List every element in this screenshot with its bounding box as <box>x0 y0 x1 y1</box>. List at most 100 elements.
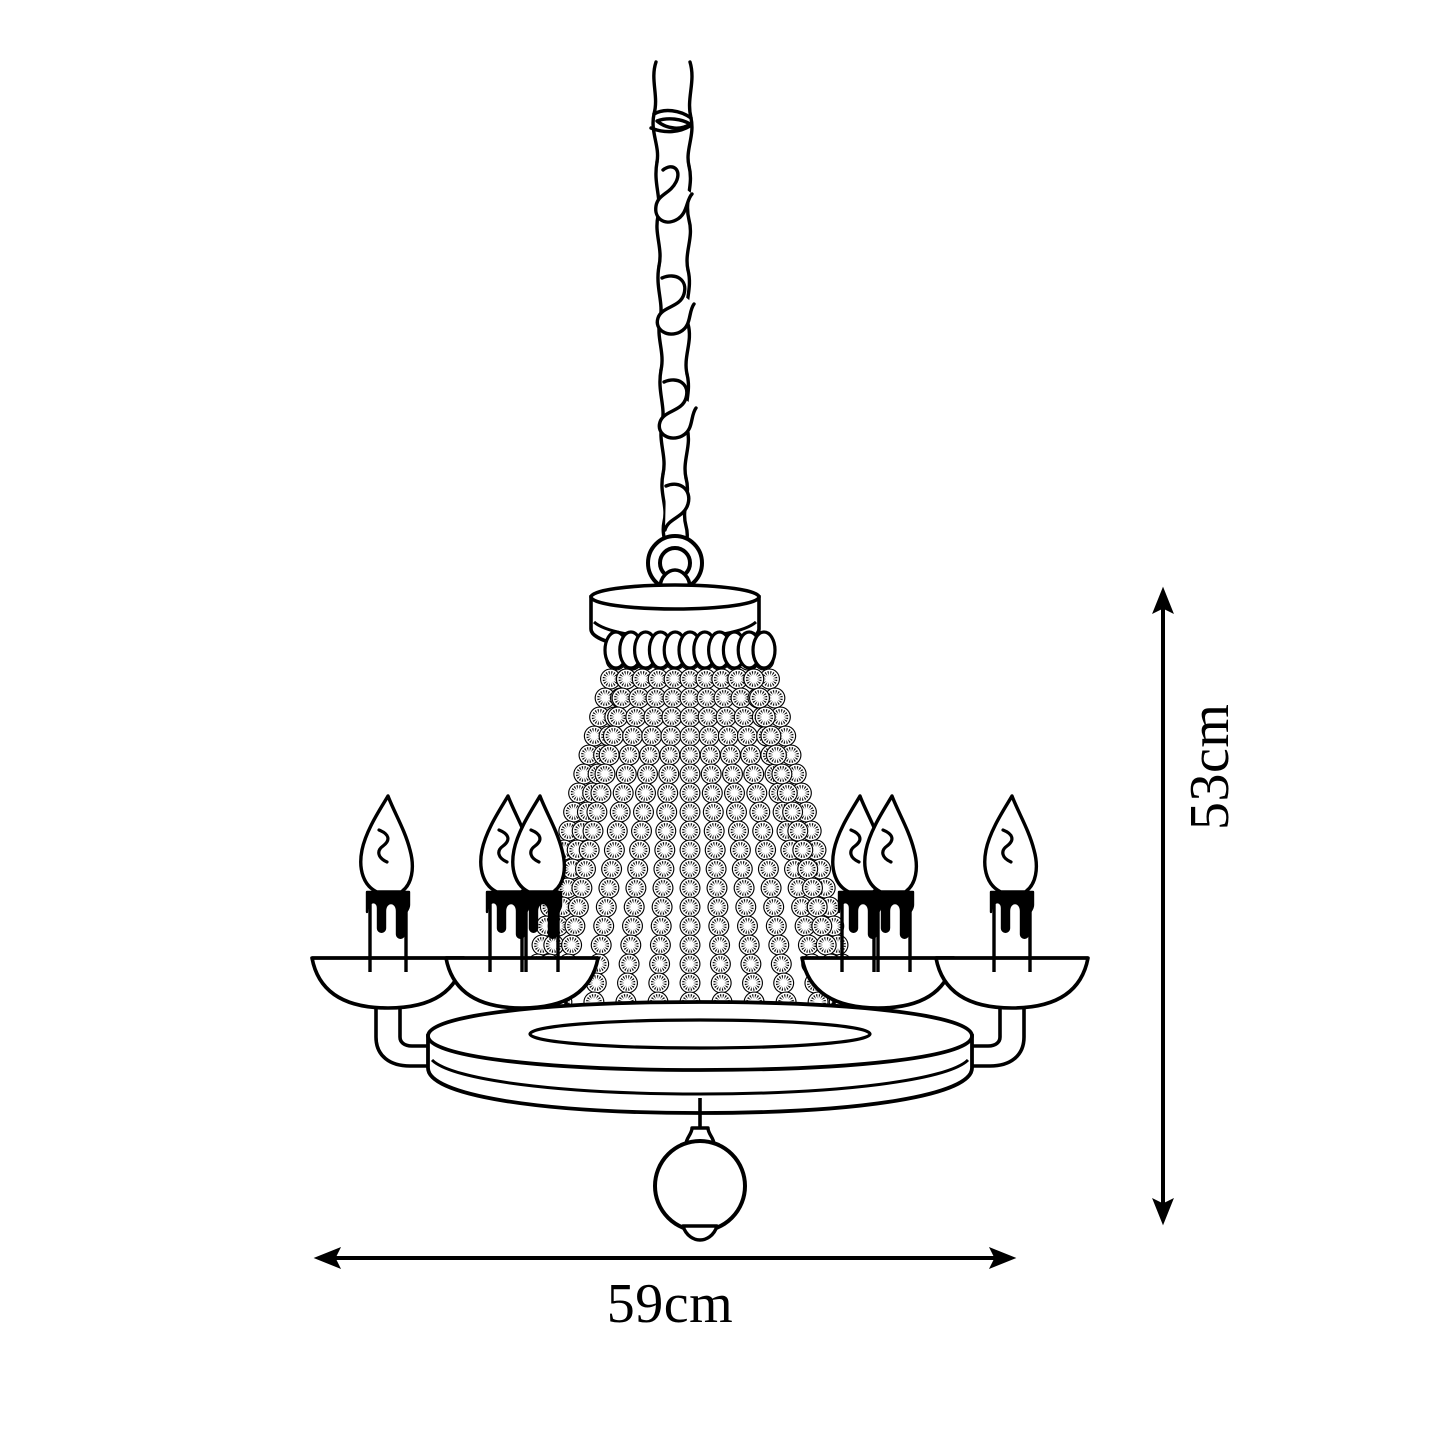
base-ring-band <box>426 1000 974 1115</box>
crystal-bead <box>658 743 682 767</box>
crystal-bead <box>678 952 702 976</box>
crystal-bead <box>574 857 597 881</box>
crystal-bead <box>678 819 702 843</box>
crystal-bead <box>603 838 626 862</box>
bead-hook-loops <box>603 630 777 670</box>
crystal-bead <box>652 857 676 881</box>
crystal-bead <box>678 914 702 938</box>
crystal-bead <box>678 895 702 919</box>
height-dimension-label: 53cm <box>1179 703 1241 830</box>
crystal-bead <box>678 724 702 748</box>
crystal-bead <box>638 743 661 767</box>
crystal-bead <box>585 800 609 824</box>
crystal-bead <box>742 762 765 786</box>
crystal-bead <box>678 762 702 786</box>
crystal-bead <box>739 952 763 976</box>
crystal-bead <box>630 819 653 843</box>
crystal-bead <box>624 876 648 900</box>
width-dimension-arrow <box>313 1247 1017 1269</box>
crystal-bead <box>632 800 655 824</box>
crystal-bead <box>770 952 793 976</box>
crystal-bead <box>621 914 644 938</box>
crystal-bead <box>608 800 632 824</box>
crystal-bead <box>697 724 721 748</box>
crystal-bead <box>708 933 731 957</box>
crystal-bead <box>741 971 764 995</box>
crystal-bead <box>606 819 629 843</box>
ball-finial <box>653 1098 747 1242</box>
crystal-bead <box>657 762 681 786</box>
crystal-bead <box>814 933 838 957</box>
crystal-bead <box>702 819 726 843</box>
suspension-chain <box>649 60 698 560</box>
crystal-bead <box>611 781 635 805</box>
crystal-bead <box>742 667 766 691</box>
crystal-bead <box>597 743 621 767</box>
candle-arm-right-outer <box>924 794 1090 1068</box>
crystal-bead <box>759 724 783 748</box>
crystal-bead <box>767 933 791 957</box>
crystal-bead <box>786 819 810 843</box>
crystal-bead <box>678 838 702 862</box>
crystal-bead <box>707 914 731 938</box>
crystal-bead <box>678 933 702 957</box>
crystal-bead <box>600 857 623 881</box>
crystal-bead <box>624 705 648 729</box>
crystal-bead <box>776 781 799 805</box>
bead-hook-loop <box>751 630 777 670</box>
crystal-bead <box>772 971 795 995</box>
crystal-bead <box>659 724 683 748</box>
crystal-bead <box>727 819 750 843</box>
crystal-bead <box>615 762 638 786</box>
crystal-bead <box>628 838 651 862</box>
crystal-bead <box>570 876 594 900</box>
crystal-bead <box>619 933 643 957</box>
crystal-bead <box>636 762 659 786</box>
crystal-bead <box>656 781 679 805</box>
crystal-bead <box>699 762 723 786</box>
crystal-bead <box>648 952 671 976</box>
crystal-bead <box>563 914 587 938</box>
crystal-bead <box>805 895 829 919</box>
crystal-bead <box>651 876 675 900</box>
crystal-bead <box>567 895 590 919</box>
crystal-bead <box>678 705 702 729</box>
crystal-bead <box>801 876 824 900</box>
chain-end-ring <box>646 534 704 592</box>
crystal-bead <box>736 724 759 748</box>
crystal-bead <box>696 705 720 729</box>
crystal-bead <box>678 781 702 805</box>
crystal-bead <box>581 819 605 843</box>
crystal-bead <box>616 971 639 995</box>
crystal-bead <box>595 895 618 919</box>
crystal-bead <box>678 800 702 824</box>
crystal-bead <box>757 857 780 881</box>
crystal-bead <box>736 914 759 938</box>
crystal-bead <box>653 838 677 862</box>
crystal-bead <box>709 971 733 995</box>
crystal-bead <box>698 743 722 767</box>
width-dimension-label: 59cm <box>606 1273 734 1335</box>
crystal-bead <box>702 800 725 824</box>
crystal-bead <box>649 933 672 957</box>
crystal-bead <box>560 933 583 957</box>
crystal-bead <box>705 876 729 900</box>
crystal-bead <box>640 724 663 748</box>
crystal-bead <box>754 838 777 862</box>
crystal-bead <box>748 800 772 824</box>
crystal-bead <box>737 933 761 957</box>
crystal-bead <box>791 838 815 862</box>
crystal-bead <box>577 838 601 862</box>
crystal-bead <box>678 743 702 767</box>
crystal-bead <box>721 762 744 786</box>
crystal-bead <box>618 743 641 767</box>
crystal-bead <box>714 705 738 729</box>
crystal-bead <box>678 876 702 900</box>
crystal-bead <box>748 686 771 710</box>
crystal-bead <box>617 952 641 976</box>
crystal-bead <box>622 895 646 919</box>
crystal-bead <box>706 895 730 919</box>
crystal-bead <box>678 971 702 995</box>
crystal-bead <box>762 895 785 919</box>
